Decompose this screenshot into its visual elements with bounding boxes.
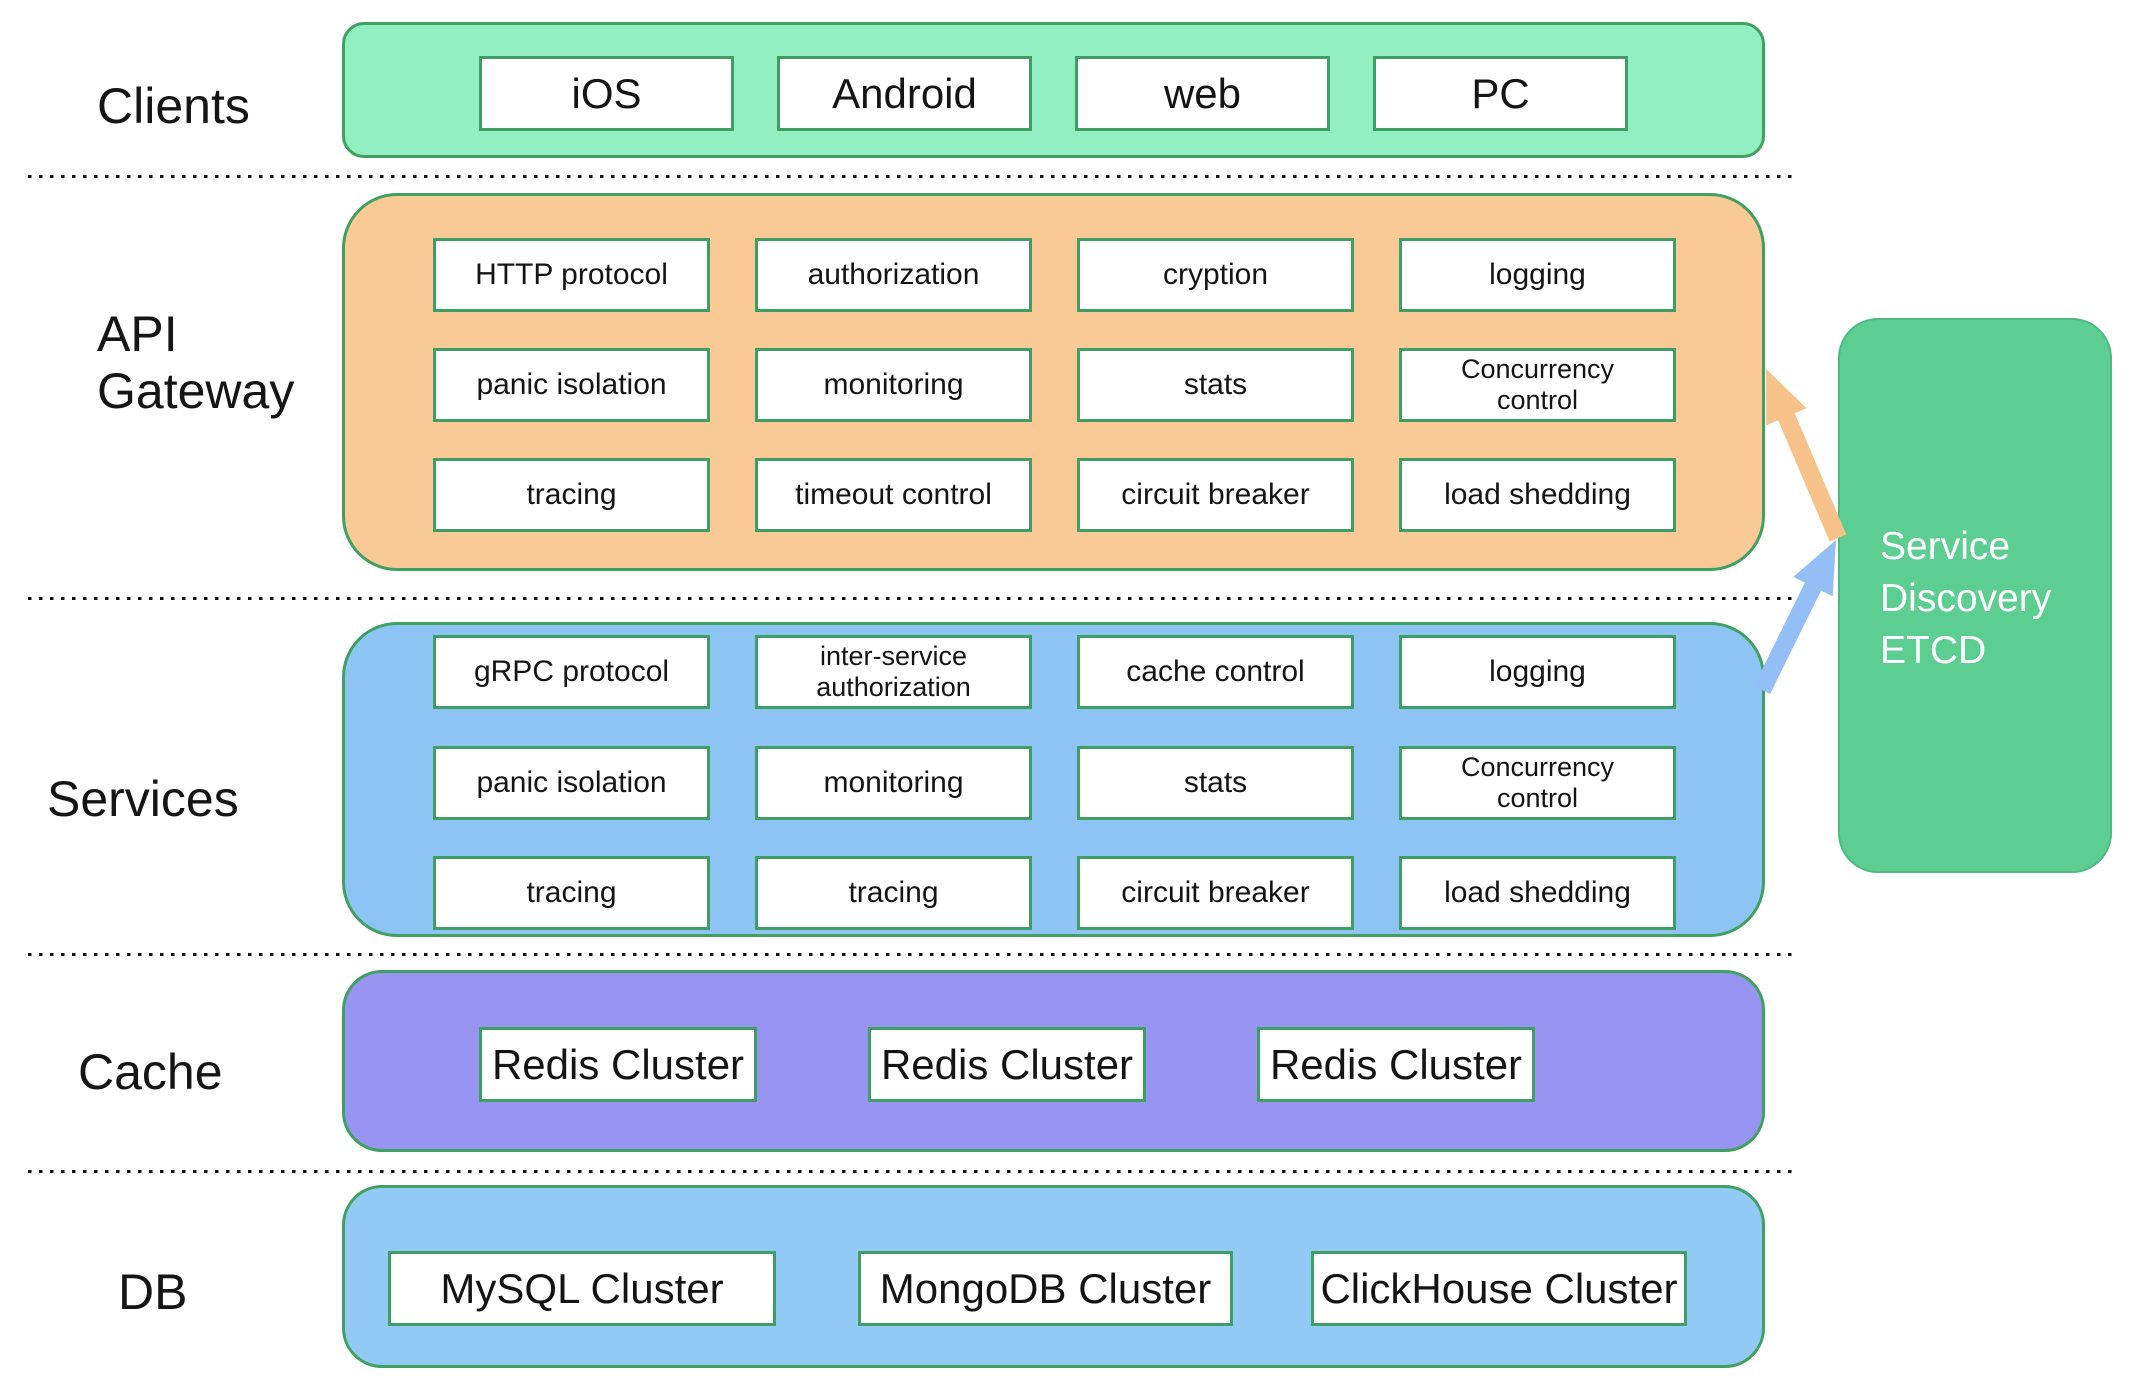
gateway-box-authorization: authorization — [755, 238, 1032, 312]
services-box-panic-isolation: panic isolation — [433, 746, 710, 820]
gateway-box-cryption: cryption — [1077, 238, 1354, 312]
client-box-android: Android — [777, 56, 1032, 131]
db-box-clickhouse: ClickHouse Cluster — [1311, 1251, 1687, 1326]
gateway-box-panic-isolation: panic isolation — [433, 348, 710, 422]
services-box-circuit-breaker: circuit breaker — [1077, 856, 1354, 930]
gateway-box-concurrency-control: Concurrency control — [1399, 348, 1676, 422]
client-box-ios: iOS — [479, 56, 734, 131]
gateway-box-tracing: tracing — [433, 458, 710, 532]
clients-band: iOS Android web PC — [342, 22, 1765, 158]
arrow-services-discovery — [1753, 540, 1836, 694]
db-box-mongodb: MongoDB Cluster — [858, 1251, 1233, 1326]
arrow-gateway-discovery — [1766, 369, 1847, 542]
db-band: MySQL Cluster MongoDB Cluster ClickHouse… — [342, 1185, 1765, 1368]
gateway-box-monitoring: monitoring — [755, 348, 1032, 422]
gateway-box-logging: logging — [1399, 238, 1676, 312]
service-discovery-text: Service Discovery ETCD — [1880, 521, 2051, 677]
service-discovery-line3: ETCD — [1880, 629, 1987, 672]
services-box-tracing-2: tracing — [755, 856, 1032, 930]
services-box-tracing-1: tracing — [433, 856, 710, 930]
service-discovery-line2: Discovery — [1880, 577, 2052, 620]
api-gateway-band: HTTP protocol authorization cryption log… — [342, 193, 1765, 571]
label-api-gateway: API Gateway — [97, 306, 294, 420]
separator-cache-db — [28, 1170, 1794, 1174]
gateway-box-circuit-breaker: circuit breaker — [1077, 458, 1354, 532]
services-box-concurrency-control: Concurrency control — [1399, 746, 1676, 820]
label-services: Services — [47, 771, 239, 827]
gateway-box-http-protocol: HTTP protocol — [433, 238, 710, 312]
service-discovery-box: Service Discovery ETCD — [1838, 318, 2112, 873]
services-box-logging: logging — [1399, 635, 1676, 709]
cache-box-redis-1: Redis Cluster — [479, 1027, 757, 1102]
services-box-monitoring: monitoring — [755, 746, 1032, 820]
cache-box-redis-2: Redis Cluster — [868, 1027, 1146, 1102]
label-api-gateway-line2: Gateway — [97, 363, 295, 419]
label-clients: Clients — [97, 78, 250, 134]
cache-band: Redis Cluster Redis Cluster Redis Cluste… — [342, 970, 1765, 1152]
services-box-stats: stats — [1077, 746, 1354, 820]
services-box-load-shedding: load shedding — [1399, 856, 1676, 930]
label-api-gateway-line1: API — [97, 306, 178, 362]
separator-clients-gateway — [28, 175, 1794, 179]
client-box-pc: PC — [1373, 56, 1628, 131]
services-box-inter-service-authorization: inter-service authorization — [755, 635, 1032, 709]
client-box-web: web — [1075, 56, 1330, 131]
gateway-box-stats: stats — [1077, 348, 1354, 422]
services-band: gRPC protocol inter-service authorizatio… — [342, 622, 1765, 937]
separator-gateway-services — [28, 597, 1794, 601]
label-db: DB — [118, 1264, 188, 1320]
services-box-grpc-protocol: gRPC protocol — [433, 635, 710, 709]
service-discovery-line1: Service — [1880, 525, 2011, 568]
gateway-box-load-shedding: load shedding — [1399, 458, 1676, 532]
services-box-cache-control: cache control — [1077, 635, 1354, 709]
gateway-box-timeout-control: timeout control — [755, 458, 1032, 532]
db-box-mysql: MySQL Cluster — [388, 1251, 776, 1326]
cache-box-redis-3: Redis Cluster — [1257, 1027, 1535, 1102]
separator-services-cache — [28, 953, 1794, 957]
label-cache: Cache — [78, 1044, 223, 1100]
